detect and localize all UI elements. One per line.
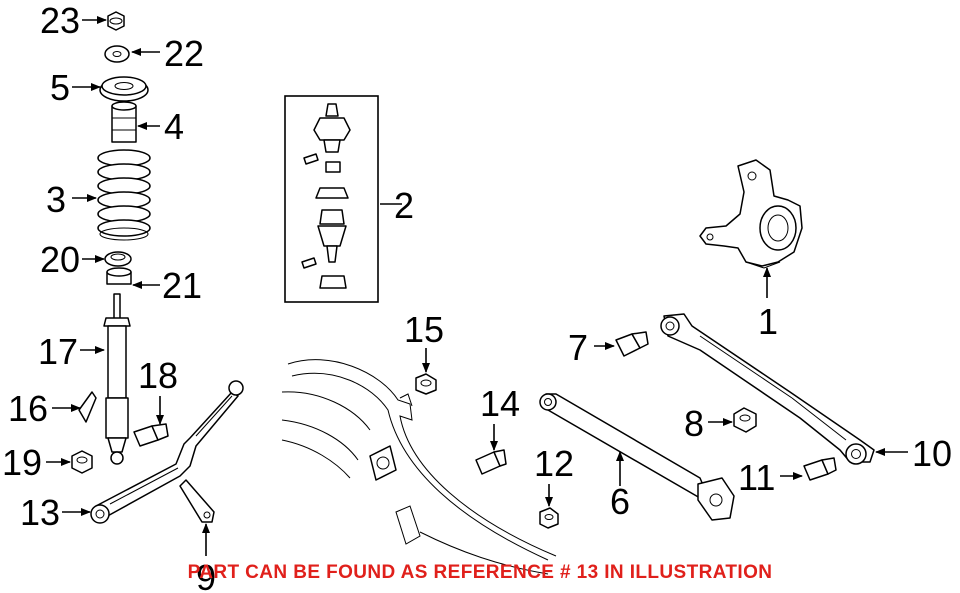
part-15-nut[interactable] bbox=[415, 373, 437, 395]
part-20-spring-isolator[interactable] bbox=[104, 251, 132, 267]
part-14-bolt[interactable] bbox=[475, 449, 507, 475]
callout-8: 8 bbox=[684, 403, 704, 444]
leader-lines bbox=[46, 16, 908, 556]
part-11-bolt[interactable] bbox=[803, 457, 837, 481]
part-6-control-arm[interactable] bbox=[539, 393, 735, 521]
part-19-nut[interactable] bbox=[71, 450, 93, 474]
part-9-bracket[interactable] bbox=[179, 479, 215, 523]
part-22-washer[interactable] bbox=[104, 45, 130, 63]
callout-11: 11 bbox=[738, 457, 775, 498]
part-21-spacer[interactable] bbox=[106, 267, 132, 285]
callout-4: 4 bbox=[164, 106, 184, 147]
part-10-control-arm[interactable] bbox=[660, 313, 875, 465]
part-7-bolt[interactable] bbox=[615, 331, 649, 357]
part-16-bracket[interactable] bbox=[78, 391, 97, 423]
callout-15: 15 bbox=[404, 309, 444, 350]
part-2-ball-joint-kit[interactable] bbox=[284, 95, 379, 303]
reference-note: PART CAN BE FOUND AS REFERENCE # 13 IN I… bbox=[187, 562, 773, 583]
axle-housing-outline bbox=[281, 359, 557, 575]
callout-23: 23 bbox=[40, 0, 80, 41]
part-17-shock-absorber[interactable] bbox=[103, 293, 131, 465]
callout-22: 22 bbox=[164, 33, 204, 74]
callout-5: 5 bbox=[50, 67, 70, 108]
callout-19: 19 bbox=[2, 442, 42, 483]
part-13-track-bar[interactable] bbox=[90, 380, 244, 524]
callout-1: 1 bbox=[758, 301, 778, 342]
callout-2: 2 bbox=[394, 185, 414, 226]
callout-10: 10 bbox=[912, 433, 952, 474]
callout-17: 17 bbox=[38, 331, 78, 372]
part-18-bolt[interactable] bbox=[133, 423, 169, 447]
callout-7: 7 bbox=[568, 327, 588, 368]
part-12-nut[interactable] bbox=[539, 507, 559, 529]
part-3-coil-spring[interactable] bbox=[97, 149, 151, 241]
callout-18: 18 bbox=[138, 355, 178, 396]
part-23-nut[interactable] bbox=[107, 11, 125, 31]
part-4-jounce-bumper[interactable] bbox=[111, 101, 137, 143]
callout-9: 9 bbox=[196, 557, 216, 593]
callout-20: 20 bbox=[40, 239, 80, 280]
part-8-nut[interactable] bbox=[733, 407, 757, 433]
callout-13: 13 bbox=[20, 492, 60, 533]
part-1-steering-knuckle[interactable] bbox=[699, 159, 803, 269]
callout-6: 6 bbox=[610, 481, 630, 522]
part-5-spring-seat[interactable] bbox=[99, 76, 149, 102]
callout-12: 12 bbox=[534, 443, 574, 484]
callout-14: 14 bbox=[480, 383, 520, 424]
callout-21: 21 bbox=[162, 265, 202, 306]
callout-3: 3 bbox=[46, 179, 66, 220]
callout-16: 16 bbox=[8, 388, 48, 429]
